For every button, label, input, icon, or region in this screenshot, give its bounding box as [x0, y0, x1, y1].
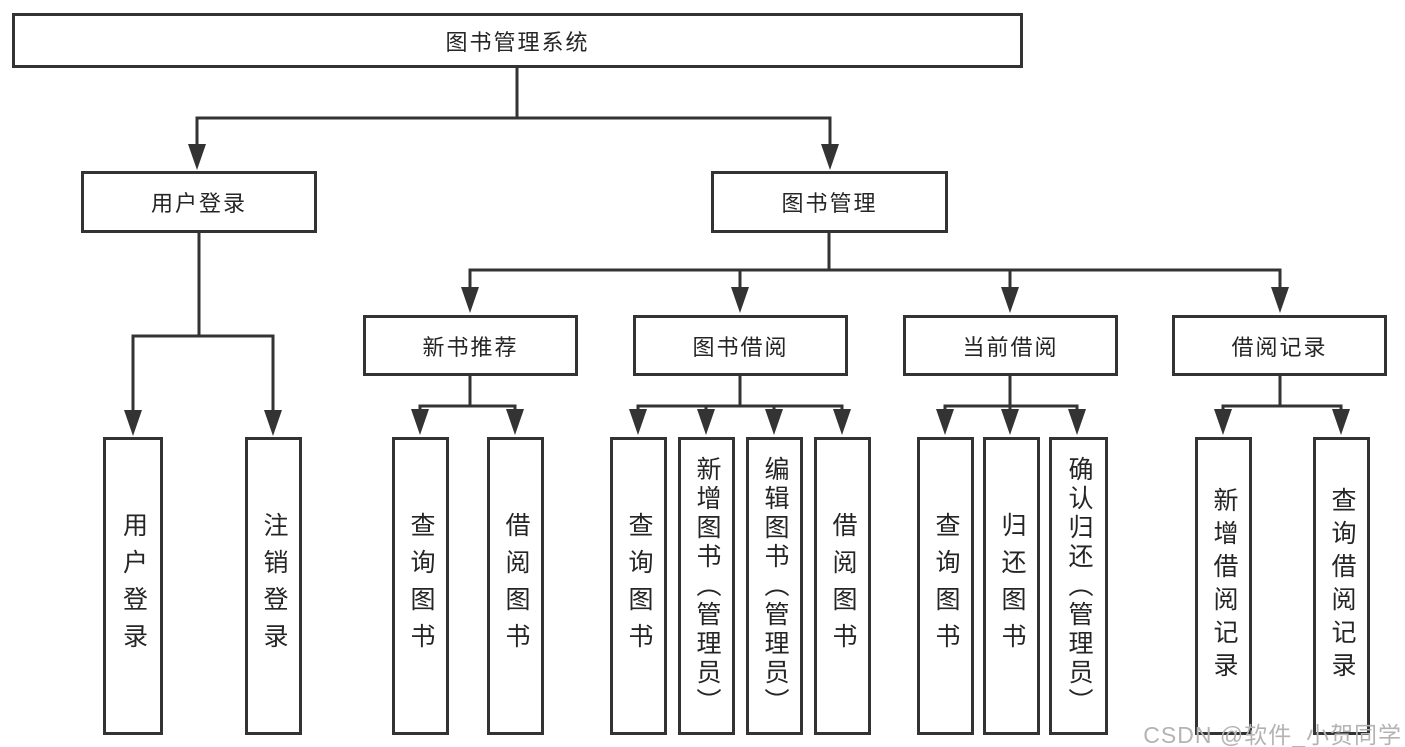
- node-label: 查询图书: [932, 512, 960, 660]
- arrowheads: [124, 144, 1350, 436]
- leaf-query-borrow-record: 查询借阅记录: [1313, 437, 1370, 735]
- node-book-management: 图书管理: [711, 171, 948, 233]
- leaf-confirm-return-admin: 确认归还（管理员）: [1049, 437, 1108, 735]
- node-borrow-records: 借阅记录: [1172, 315, 1387, 376]
- leaf-add-book-admin: 新增图书（管理员）: [678, 437, 735, 735]
- node-label: 新增借阅记录: [1210, 487, 1238, 685]
- leaf-edit-book-admin: 编辑图书（管理员）: [746, 437, 803, 735]
- node-label: 归还图书: [998, 512, 1026, 660]
- node-label: 用户登录: [150, 191, 247, 216]
- node-label: 新书推荐: [422, 334, 519, 360]
- node-label: 用户登录: [119, 512, 148, 660]
- csdn-watermark: CSDN @软件_小贺同学: [1143, 722, 1402, 747]
- node-label: 当前借阅: [962, 334, 1059, 360]
- node-label: 借阅记录: [1231, 334, 1328, 360]
- node-label: 注销登录: [260, 512, 288, 660]
- leaf-return-book: 归还图书: [983, 437, 1040, 735]
- node-label: 借阅图书: [502, 512, 530, 660]
- node-label: 借阅图书: [829, 512, 857, 660]
- leaf-add-borrow-record: 新增借阅记录: [1195, 437, 1252, 735]
- node-label: 编辑图书（管理员）: [761, 455, 789, 717]
- node-label: 查询借阅记录: [1328, 487, 1356, 685]
- leaf-logout: 注销登录: [245, 437, 302, 735]
- leaf-query-books-recommend: 查询图书: [392, 437, 449, 735]
- node-label: 查询图书: [625, 512, 653, 660]
- leaf-query-books-borrow: 查询图书: [610, 437, 667, 735]
- node-label: 图书借阅: [692, 334, 789, 360]
- node-label: 查询图书: [407, 512, 435, 660]
- node-label: 图书管理: [781, 191, 878, 216]
- node-root-system: 图书管理系统: [12, 13, 1023, 68]
- node-new-book-recommend: 新书推荐: [363, 315, 578, 376]
- node-label: 图书管理系统: [445, 29, 590, 55]
- node-user-login: 用户登录: [81, 171, 317, 233]
- node-label: 确认归还（管理员）: [1065, 455, 1093, 717]
- leaf-query-books-current: 查询图书: [917, 437, 974, 735]
- leaf-user-login: 用户登录: [103, 437, 163, 735]
- node-label: 新增图书（管理员）: [693, 455, 721, 717]
- node-book-borrow: 图书借阅: [633, 315, 848, 376]
- leaf-borrow-books-recommend: 借阅图书: [487, 437, 544, 735]
- node-current-borrow: 当前借阅: [903, 315, 1118, 376]
- leaf-borrow-books: 借阅图书: [814, 437, 871, 735]
